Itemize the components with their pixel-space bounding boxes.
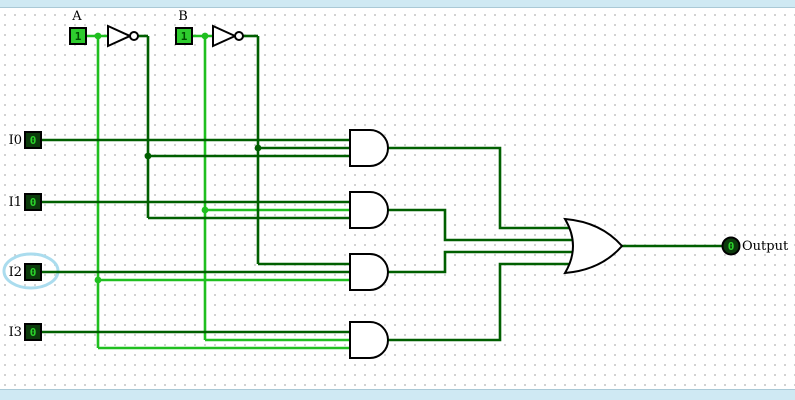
and-gate-3[interactable] bbox=[349, 253, 389, 291]
input-pin-i3[interactable] bbox=[24, 323, 42, 341]
pin-label-i1: I1 bbox=[9, 195, 22, 210]
pin-label-a: A bbox=[71, 9, 82, 24]
output-pin-label: Output bbox=[742, 239, 789, 254]
not-gate-b[interactable] bbox=[212, 24, 238, 48]
input-pin-i2[interactable] bbox=[24, 263, 42, 281]
wire-junction bbox=[254, 144, 262, 152]
pin-value-i2: 0 bbox=[30, 266, 37, 279]
not-gate-b-bubble-icon bbox=[234, 31, 244, 41]
wire-junction bbox=[201, 206, 209, 214]
wire[interactable] bbox=[388, 146, 590, 230]
window-chrome-bottom bbox=[0, 389, 795, 400]
wire-junction bbox=[201, 32, 209, 40]
input-pin-i1[interactable] bbox=[24, 193, 42, 211]
wire-junction bbox=[94, 32, 102, 40]
pin-value-a: 1 bbox=[75, 30, 82, 43]
and-gate-2[interactable] bbox=[349, 191, 389, 229]
input-pin-b[interactable] bbox=[175, 27, 193, 45]
pin-label-i3: I3 bbox=[9, 325, 22, 340]
wire-junction bbox=[144, 152, 152, 160]
wire[interactable] bbox=[388, 250, 590, 274]
pin-value-i0: 0 bbox=[30, 134, 37, 147]
pin-label-b: B bbox=[178, 9, 188, 24]
not-gate-a-bubble-icon bbox=[129, 31, 139, 41]
not-gate-a[interactable] bbox=[107, 24, 133, 48]
or-gate[interactable] bbox=[563, 217, 624, 275]
output-pin-value: 0 bbox=[728, 240, 735, 253]
and-gate-4[interactable] bbox=[349, 321, 389, 359]
pin-value-i1: 0 bbox=[30, 196, 37, 209]
wire[interactable] bbox=[388, 208, 590, 242]
window-chrome-top bbox=[0, 0, 795, 8]
pin-label-i2: I2 bbox=[9, 265, 22, 280]
pin-label-i0: I0 bbox=[9, 133, 22, 148]
wire[interactable] bbox=[388, 262, 590, 342]
input-pin-i0[interactable] bbox=[24, 131, 42, 149]
pin-value-i3: 0 bbox=[30, 326, 37, 339]
input-pin-a[interactable] bbox=[69, 27, 87, 45]
wire-junction bbox=[94, 276, 102, 284]
and-gate-1[interactable] bbox=[349, 129, 389, 167]
pin-value-b: 1 bbox=[181, 30, 188, 43]
output-pin[interactable] bbox=[721, 236, 741, 256]
